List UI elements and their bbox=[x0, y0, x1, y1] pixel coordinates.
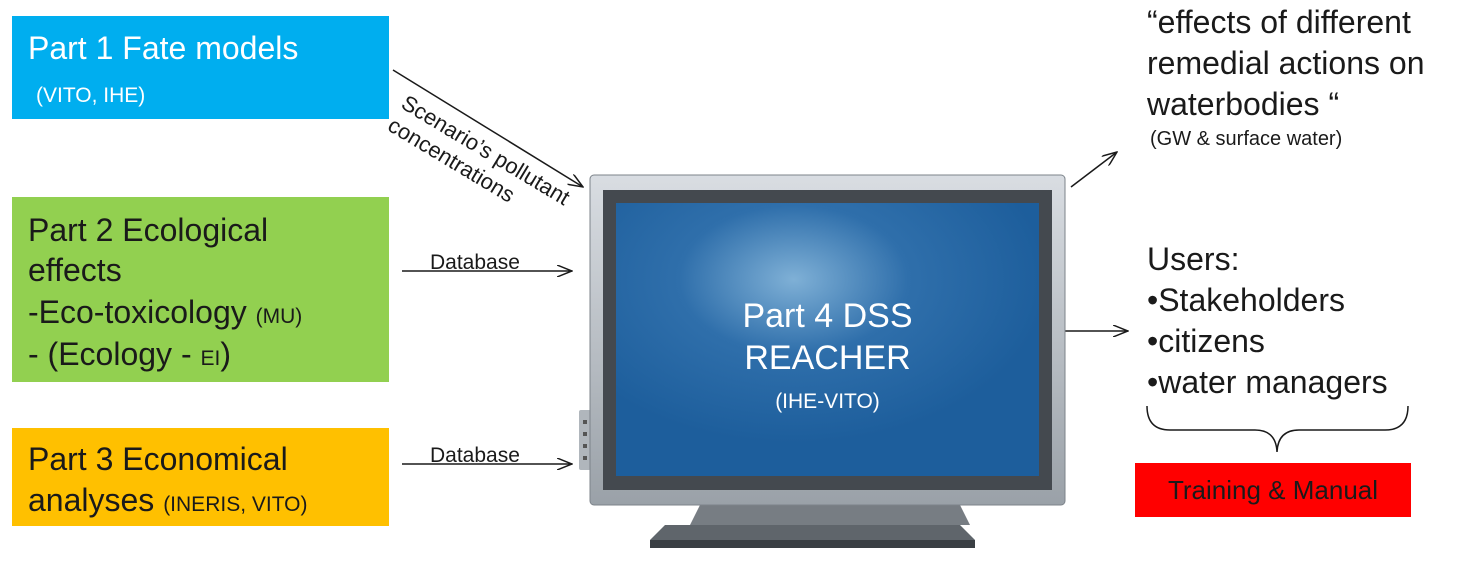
part2-ecotoxicology-label: -Eco-toxicology bbox=[28, 294, 256, 330]
users-item-citizens: •citizens bbox=[1147, 323, 1265, 359]
training-manual-box: Training & Manual bbox=[1135, 463, 1411, 517]
effects-line3: waterbodies “ bbox=[1147, 86, 1340, 122]
database-label-2: Database bbox=[430, 444, 520, 467]
effects-line2: remedial actions on bbox=[1147, 45, 1425, 81]
effects-arrow bbox=[1070, 152, 1117, 188]
part1-title: Part 1 Fate models bbox=[28, 30, 299, 66]
part3-analyses-line: analyses (INERIS, VITO) bbox=[28, 480, 307, 525]
part1-fate-models-box: Part 1 Fate models (VITO, IHE) bbox=[12, 16, 389, 119]
monitor-illustration bbox=[579, 174, 1066, 548]
users-brace bbox=[1146, 405, 1409, 453]
part2-line2: effects bbox=[28, 252, 122, 288]
effects-line1: “effects of different bbox=[1147, 4, 1411, 40]
dss-title: Part 4 DSS REACHER bbox=[616, 295, 1039, 379]
part2-ecological-effects-box: Part 2 Ecological effects -Eco-toxicolog… bbox=[12, 197, 389, 382]
dss-title-line2: REACHER bbox=[744, 339, 911, 377]
part3-line1: Part 3 Economical bbox=[28, 441, 288, 477]
part2-ecology-close: ) bbox=[220, 336, 231, 372]
dss-title-line1: Part 4 DSS bbox=[742, 297, 913, 335]
part2-line1: Part 2 Ecological bbox=[28, 212, 269, 248]
effects-note: (GW & surface water) bbox=[1150, 128, 1343, 150]
part2-ecology-partner: EI bbox=[200, 347, 221, 370]
database-label-1: Database bbox=[430, 251, 520, 274]
users-item-stakeholders: •Stakeholders bbox=[1147, 282, 1345, 318]
part3-analyses-partners: (INERIS, VITO) bbox=[163, 493, 308, 516]
scenario-arrow bbox=[392, 69, 583, 187]
users-heading: Users: bbox=[1147, 241, 1240, 277]
part2-ecotoxicology-line: -Eco-toxicology (MU) bbox=[28, 292, 302, 337]
part2-ecology-line: - (Ecology - EI) bbox=[28, 334, 231, 379]
part2-ecology-label: - (Ecology - bbox=[28, 336, 201, 372]
users-item-water-managers: •water managers bbox=[1147, 364, 1388, 400]
part1-partners: (VITO, IHE) bbox=[36, 84, 146, 107]
part3-analyses-label: analyses bbox=[28, 482, 164, 518]
part3-economical-analyses-box: Part 3 Economical analyses (INERIS, VITO… bbox=[12, 428, 389, 526]
part2-ecotoxicology-partner: (MU) bbox=[255, 305, 303, 328]
dss-subtitle: (IHE-VITO) bbox=[775, 390, 880, 413]
